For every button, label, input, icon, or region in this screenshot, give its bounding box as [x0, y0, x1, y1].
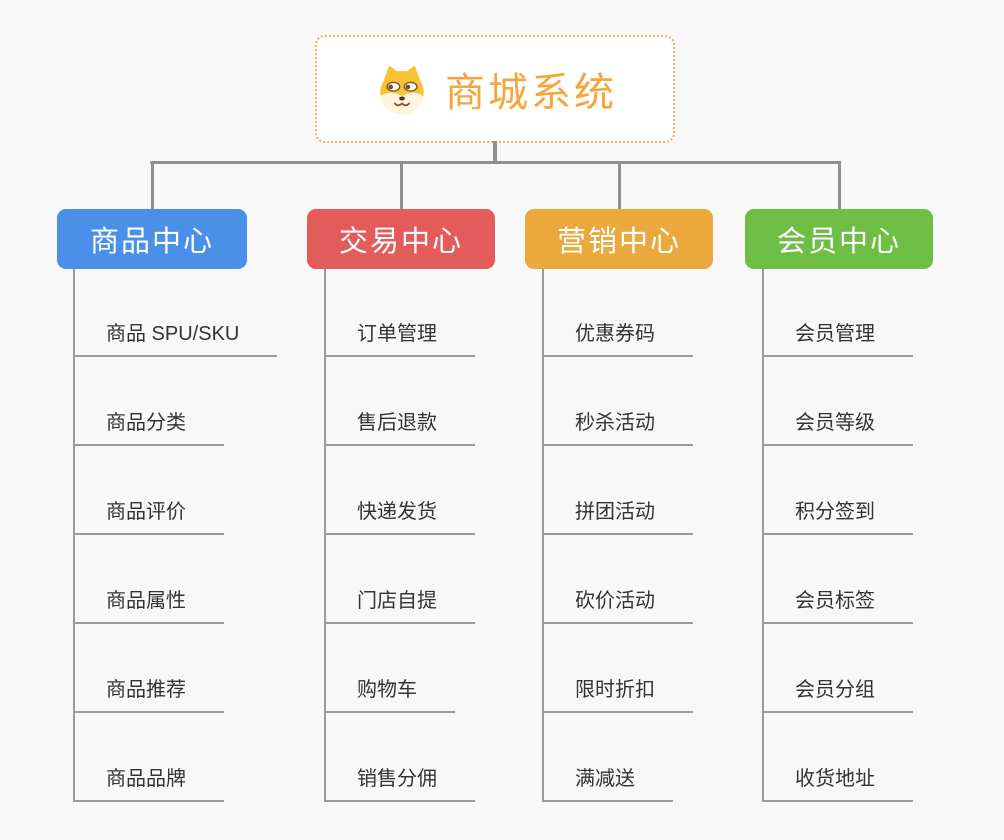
child-topic-label: 秒杀活动 [575, 412, 655, 434]
child-topic-label: 商品品牌 [106, 768, 186, 790]
child-topic-label: 拼团活动 [575, 501, 655, 523]
branch-label: 商品中心 [89, 226, 214, 258]
branch-label: 会员中心 [776, 226, 901, 258]
child-topic[interactable]: 订单管理 [324, 321, 475, 357]
child-topic[interactable]: 会员标签 [762, 588, 913, 624]
connector-branch-stub [399, 161, 403, 210]
branch-spine-line [542, 269, 544, 802]
child-topic[interactable]: 秒杀活动 [542, 410, 693, 446]
child-topic[interactable]: 限时折扣 [542, 677, 693, 713]
child-topic-label: 购物车 [357, 679, 417, 701]
child-topic-label: 会员标签 [795, 590, 875, 612]
connector-branch-stub [617, 161, 621, 210]
branch-label: 交易中心 [338, 226, 463, 258]
child-topic[interactable]: 积分签到 [762, 499, 913, 535]
child-topic[interactable]: 满减送 [542, 766, 673, 802]
child-topic-label: 快递发货 [357, 501, 437, 523]
child-topic[interactable]: 销售分佣 [324, 766, 475, 802]
connector-branch-stub [150, 161, 154, 210]
child-topic[interactable]: 会员分组 [762, 677, 913, 713]
branch-node-4[interactable]: 会员中心 [745, 209, 933, 269]
branch-spine-line [762, 269, 764, 802]
child-topic[interactable]: 收货地址 [762, 766, 913, 802]
child-topic[interactable]: 商品 SPU/SKU [73, 321, 278, 357]
branch-spine-line [324, 269, 326, 802]
child-topic[interactable]: 购物车 [324, 677, 455, 713]
connector-bus [150, 161, 840, 164]
child-topic-label: 商品分类 [106, 412, 186, 434]
branch-node-1[interactable]: 商品中心 [57, 209, 247, 269]
child-topic[interactable]: 售后退款 [324, 410, 475, 446]
child-topic[interactable]: 会员管理 [762, 321, 913, 357]
child-topic-label: 商品属性 [106, 590, 186, 612]
child-topic-label: 会员分组 [795, 679, 875, 701]
branch-spine-line [73, 269, 75, 802]
child-topic-label: 销售分佣 [357, 768, 437, 790]
child-topic-label: 满减送 [575, 768, 635, 790]
child-topic[interactable]: 会员等级 [762, 410, 913, 446]
child-topic-label: 优惠券码 [575, 323, 655, 345]
child-topic-label: 商品评价 [106, 501, 186, 523]
child-topic[interactable]: 快递发货 [324, 499, 475, 535]
child-topic-label: 会员管理 [795, 323, 875, 345]
child-topic-label: 门店自提 [357, 590, 437, 612]
child-topic[interactable]: 门店自提 [324, 588, 475, 624]
child-topic-label: 限时折扣 [575, 679, 655, 701]
root-title: 商城系统 [445, 71, 617, 115]
child-topic[interactable]: 商品属性 [73, 588, 224, 624]
child-topic[interactable]: 拼团活动 [542, 499, 693, 535]
connector-branch-stub [837, 161, 841, 210]
child-topic[interactable]: 商品评价 [73, 499, 224, 535]
root-node[interactable]: 商城系统 [315, 35, 675, 143]
child-topic-label: 商品 SPU/SKU [106, 323, 240, 345]
child-topic-label: 积分签到 [795, 501, 875, 523]
connector-root-stub [493, 141, 497, 162]
child-topic-label: 售后退款 [357, 412, 437, 434]
child-topic[interactable]: 商品分类 [73, 410, 224, 446]
branch-node-2[interactable]: 交易中心 [307, 209, 495, 269]
child-topic[interactable]: 商品品牌 [73, 766, 224, 802]
branch-label: 营销中心 [556, 226, 681, 258]
branch-node-3[interactable]: 营销中心 [525, 209, 713, 269]
child-topic-label: 订单管理 [357, 323, 437, 345]
child-topic[interactable]: 砍价活动 [542, 588, 693, 624]
child-topic-label: 收货地址 [795, 768, 875, 790]
child-topic-label: 商品推荐 [106, 679, 186, 701]
child-topic-label: 砍价活动 [575, 590, 655, 612]
child-topic[interactable]: 优惠券码 [542, 321, 693, 357]
child-topic-label: 会员等级 [795, 412, 875, 434]
child-topic[interactable]: 商品推荐 [73, 677, 224, 713]
shiba-dog-icon [373, 60, 431, 118]
